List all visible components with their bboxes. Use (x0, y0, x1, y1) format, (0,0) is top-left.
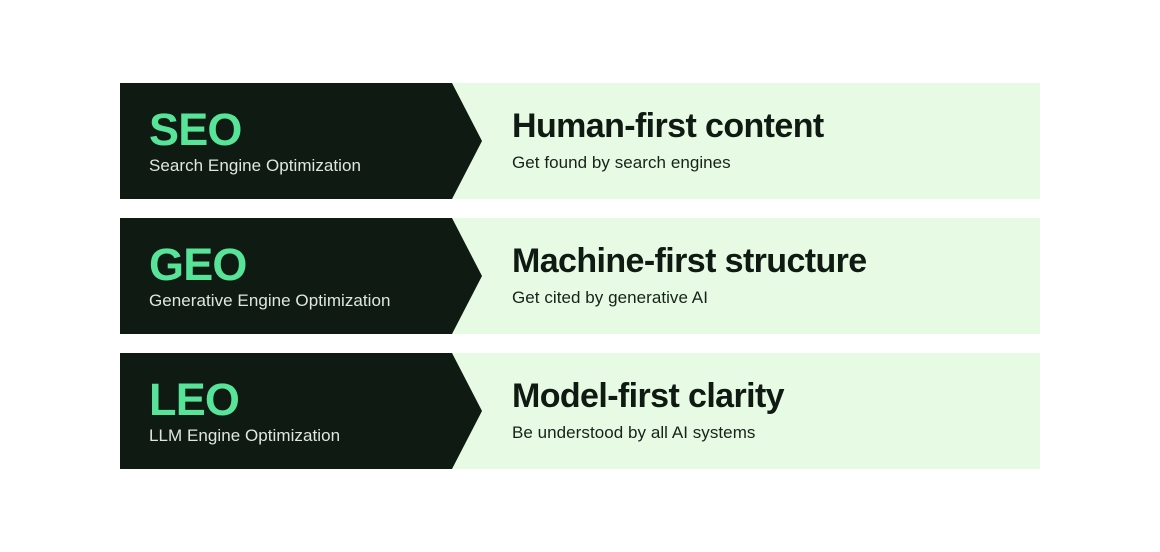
row-headline: Model-first clarity (512, 377, 785, 416)
comparison-row: GEO Generative Engine Optimization Machi… (120, 218, 1040, 334)
acronym-chevron-panel: SEO Search Engine Optimization (120, 83, 482, 199)
acronym-expansion-label: LLM Engine Optimization (149, 425, 341, 445)
acronym-expansion-label: Generative Engine Optimization (149, 290, 391, 310)
row-subline: Get found by search engines (512, 153, 731, 172)
acronym-chevron-panel: LEO LLM Engine Optimization (120, 353, 482, 469)
comparison-row: SEO Search Engine Optimization Human-fir… (120, 83, 1040, 199)
row-subline: Be understood by all AI systems (512, 423, 756, 442)
row-description-panel: Machine-first structure Get cited by gen… (512, 218, 1040, 334)
comparison-row-list: SEO Search Engine Optimization Human-fir… (120, 83, 1040, 469)
acronym-expansion-label: Search Engine Optimization (149, 155, 362, 175)
row-description-panel: Model-first clarity Be understood by all… (512, 353, 1040, 469)
acronym-chevron-panel: GEO Generative Engine Optimization (120, 218, 482, 334)
acronym-panel-content: SEO Search Engine Optimization (149, 83, 449, 199)
row-headline: Human-first content (512, 107, 824, 146)
row-description-panel: Human-first content Get found by search … (512, 83, 1040, 199)
acronym-label: GEO (149, 238, 247, 290)
row-headline: Machine-first structure (512, 242, 867, 281)
comparison-row: LEO LLM Engine Optimization Model-first … (120, 353, 1040, 469)
row-subline: Get cited by generative AI (512, 288, 708, 307)
acronym-panel-content: LEO LLM Engine Optimization (149, 353, 449, 469)
acronym-label: SEO (149, 103, 242, 155)
acronym-label: LEO (149, 373, 240, 425)
acronym-panel-content: GEO Generative Engine Optimization (149, 218, 449, 334)
